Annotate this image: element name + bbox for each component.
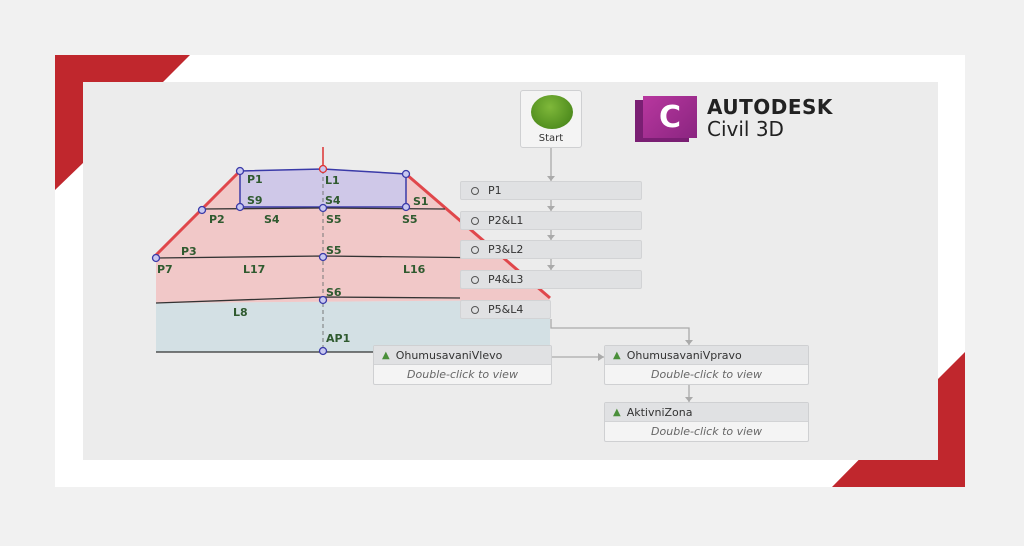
flow-step-label: P1 bbox=[488, 184, 502, 197]
flow-step-p4-l3[interactable]: P4&L3 bbox=[460, 270, 642, 289]
shape-node-ohumusavanivpravo[interactable]: ▲ OhumusavaniVpravo Double-click to view bbox=[604, 345, 809, 385]
start-icon bbox=[531, 95, 573, 129]
shape-label: S1 bbox=[413, 195, 429, 208]
arrow-icon bbox=[547, 265, 555, 270]
point-label: P2 bbox=[209, 213, 225, 226]
arrow-icon bbox=[547, 206, 555, 211]
point-label: P3 bbox=[181, 245, 197, 258]
connector bbox=[550, 319, 690, 345]
shape-icon: ▲ bbox=[613, 406, 621, 418]
point-marker bbox=[318, 295, 328, 305]
flow-step-label: P3&L2 bbox=[488, 243, 524, 256]
point-marker bbox=[318, 252, 328, 262]
arrow-icon bbox=[685, 340, 693, 345]
corner-accent-right bbox=[938, 352, 965, 487]
point-marker bbox=[318, 346, 328, 356]
point-label: P7 bbox=[157, 263, 173, 276]
link-label: L17 bbox=[243, 263, 266, 276]
link-label: L16 bbox=[403, 263, 426, 276]
link-label: L1 bbox=[325, 174, 340, 187]
circle-icon bbox=[471, 245, 479, 254]
point-marker bbox=[401, 202, 411, 212]
circle-icon bbox=[471, 216, 479, 225]
shape-label: S9 bbox=[247, 194, 263, 207]
flow-step-p2-l1[interactable]: P2&L1 bbox=[460, 211, 642, 230]
shape-name: OhumusavaniVpravo bbox=[626, 348, 742, 362]
circle-icon bbox=[471, 275, 479, 284]
shape-label: S5 bbox=[326, 213, 342, 226]
point-marker bbox=[318, 203, 328, 213]
point-marker bbox=[235, 166, 245, 176]
shape-node-ohumusavanivlevo[interactable]: ▲ OhumusavaniVlevo Double-click to view bbox=[373, 345, 552, 385]
start-node[interactable]: Start bbox=[520, 90, 582, 148]
arrow-icon bbox=[547, 176, 555, 181]
shape-hint: Double-click to view bbox=[407, 368, 518, 381]
shape-label: S6 bbox=[326, 286, 342, 299]
point-marker bbox=[151, 253, 161, 263]
arrow-icon bbox=[685, 397, 693, 402]
slope-left bbox=[154, 169, 242, 257]
link-label: L8 bbox=[233, 306, 248, 319]
shape-label: S4 bbox=[325, 194, 341, 207]
shape-name: OhumusavaniVlevo bbox=[395, 348, 503, 362]
flow-step-p1[interactable]: P1 bbox=[460, 181, 642, 200]
shape-label: S5 bbox=[402, 213, 418, 226]
shape-icon: ▲ bbox=[613, 349, 621, 361]
circle-icon bbox=[471, 186, 479, 195]
start-label: Start bbox=[538, 133, 564, 144]
shape-name: AktivniZona bbox=[626, 405, 693, 419]
point-marker bbox=[401, 169, 411, 179]
point-label: AP1 bbox=[326, 332, 351, 345]
flow-step-p5-l4[interactable]: P5&L4 bbox=[460, 300, 551, 319]
shape-label: S5 bbox=[326, 244, 342, 257]
product-name: Civil 3D bbox=[707, 117, 784, 141]
flow-step-label: P4&L3 bbox=[488, 273, 524, 286]
flow-step-label: P5&L4 bbox=[488, 303, 524, 316]
point-label: P1 bbox=[247, 173, 263, 186]
arrow-icon bbox=[547, 235, 555, 240]
shape-hint: Double-click to view bbox=[651, 368, 762, 381]
shape-label: S4 bbox=[264, 213, 280, 226]
point-marker bbox=[197, 205, 207, 215]
shape-hint: Double-click to view bbox=[651, 425, 762, 438]
arrow-icon bbox=[598, 353, 604, 361]
point-marker bbox=[318, 164, 328, 174]
subbase-layer bbox=[156, 300, 550, 352]
circle-icon bbox=[471, 305, 479, 314]
brand-name: AUTODESK bbox=[707, 95, 833, 119]
flow-step-label: P2&L1 bbox=[488, 214, 524, 227]
flow-step-p3-l2[interactable]: P3&L2 bbox=[460, 240, 642, 259]
shape-icon: ▲ bbox=[382, 349, 390, 361]
shape-node-aktivnizona[interactable]: ▲ AktivniZona Double-click to view bbox=[604, 402, 809, 442]
civil3d-logo-icon: C bbox=[635, 96, 697, 142]
point-marker bbox=[235, 202, 245, 212]
